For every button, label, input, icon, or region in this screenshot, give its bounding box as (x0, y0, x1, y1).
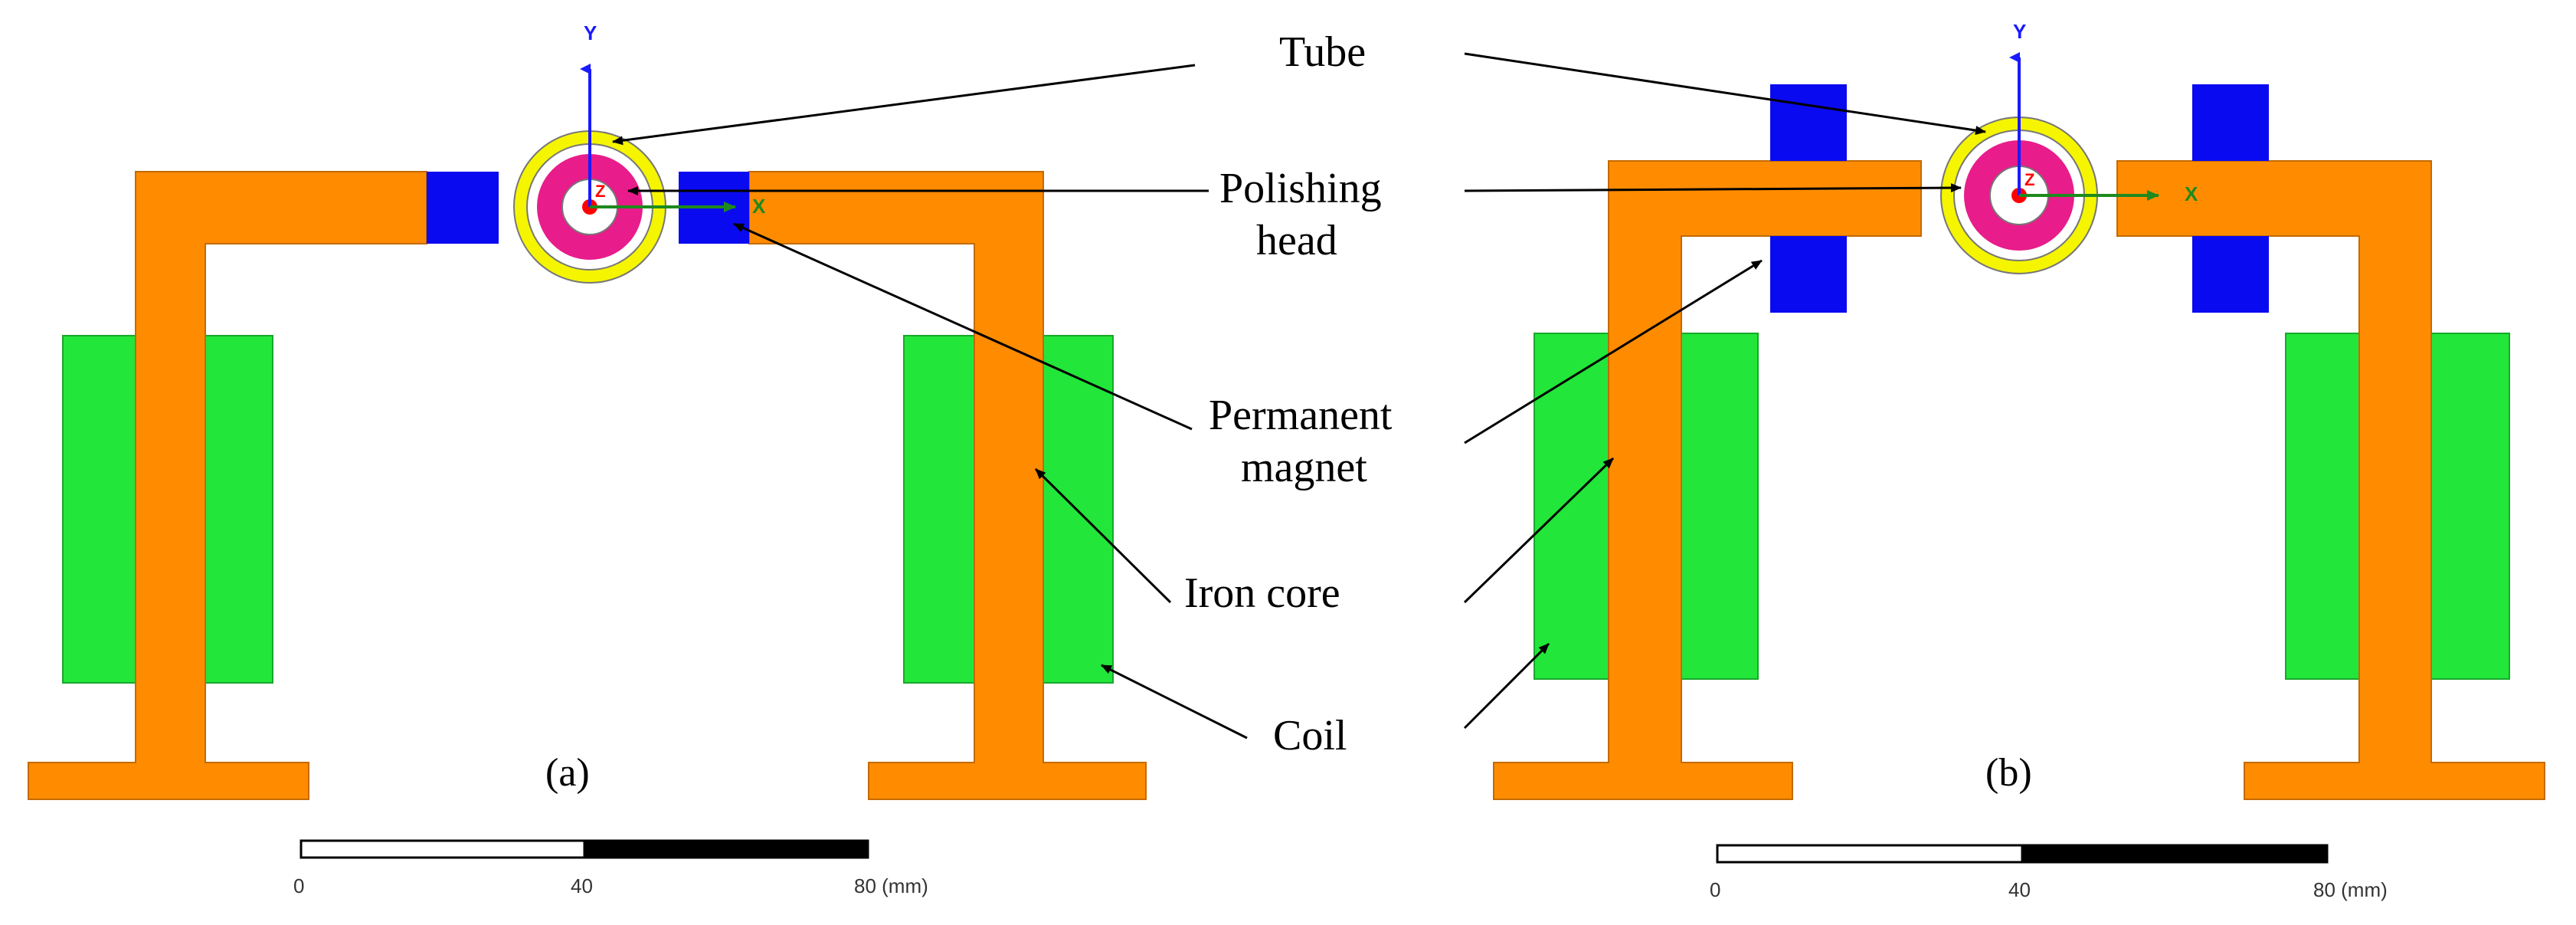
arrow-coil-to-b (1463, 642, 1550, 730)
axis-z-label-b: Z (2024, 170, 2034, 189)
arrow-permanent-magnet-to-a (733, 222, 1193, 431)
scale-bar-b: 0 40 80 (mm) (1710, 844, 2388, 901)
axis-x-label-a: X (752, 195, 766, 218)
panel-label-b: (b) (1985, 751, 2032, 795)
arrow-tube-to-b (1464, 52, 1986, 136)
panel-a: Y X Z (a) 0 40 80 (mm) (28, 21, 1147, 897)
label-polishing-head-line1: Polishing (1219, 165, 1382, 212)
leader-arrows (612, 52, 1986, 740)
scale-tick-80-b: 80 (mm) (2313, 878, 2388, 901)
permanent-magnet-top-right-b (2192, 84, 2269, 161)
axis-z-label-a: Z (595, 182, 605, 201)
axis-y-label-b: Y (2013, 20, 2026, 43)
iron-core-right-a (748, 171, 1147, 800)
arrow-iron-core-to-a (1034, 467, 1172, 604)
axis-x-label-b: X (2185, 182, 2198, 205)
scale-tick-40-b: 40 (2008, 878, 2031, 901)
iron-core-left-b (1493, 160, 1922, 800)
panel-label-a: (a) (545, 751, 590, 795)
panel-b: Y X Z (b) 0 40 80 (mm) (1493, 20, 2545, 901)
axis-y-label-a: Y (584, 21, 597, 44)
permanent-magnet-bottom-left-b (1770, 236, 1847, 313)
arrow-iron-core-to-b (1463, 457, 1615, 604)
label-iron-core: Iron core (1184, 569, 1340, 617)
label-permanent-magnet-line1: Permanent (1209, 392, 1393, 439)
scale-tick-40-a: 40 (571, 874, 593, 897)
label-polishing-head-line2: head (1256, 217, 1337, 264)
coordinate-axes-b: Y X Z (2009, 20, 2198, 205)
scale-tick-80-a: 80 (mm) (854, 874, 928, 897)
coordinate-axes-a: Y X Z (580, 21, 766, 218)
component-labels: Tube Polishing head Permanent magnet Iro… (1184, 28, 1393, 759)
iron-core-right-b (2116, 160, 2545, 800)
permanent-magnet-bottom-right-b (2192, 236, 2269, 313)
label-tube: Tube (1279, 28, 1366, 76)
arrow-tube-to-a (612, 64, 1196, 146)
scale-bar-a: 0 40 80 (mm) (293, 839, 928, 897)
label-coil: Coil (1273, 712, 1347, 759)
permanent-magnet-left-a (427, 172, 499, 244)
arrow-permanent-magnet-to-b (1464, 259, 1763, 444)
permanent-magnet-top-left-b (1770, 84, 1847, 161)
label-permanent-magnet-line2: magnet (1241, 444, 1367, 491)
scale-tick-0-a: 0 (293, 874, 304, 897)
arrow-coil-to-a (1101, 664, 1248, 740)
scale-tick-0-b: 0 (1710, 878, 1720, 901)
arrow-polishing-head-to-b (1464, 183, 1962, 193)
